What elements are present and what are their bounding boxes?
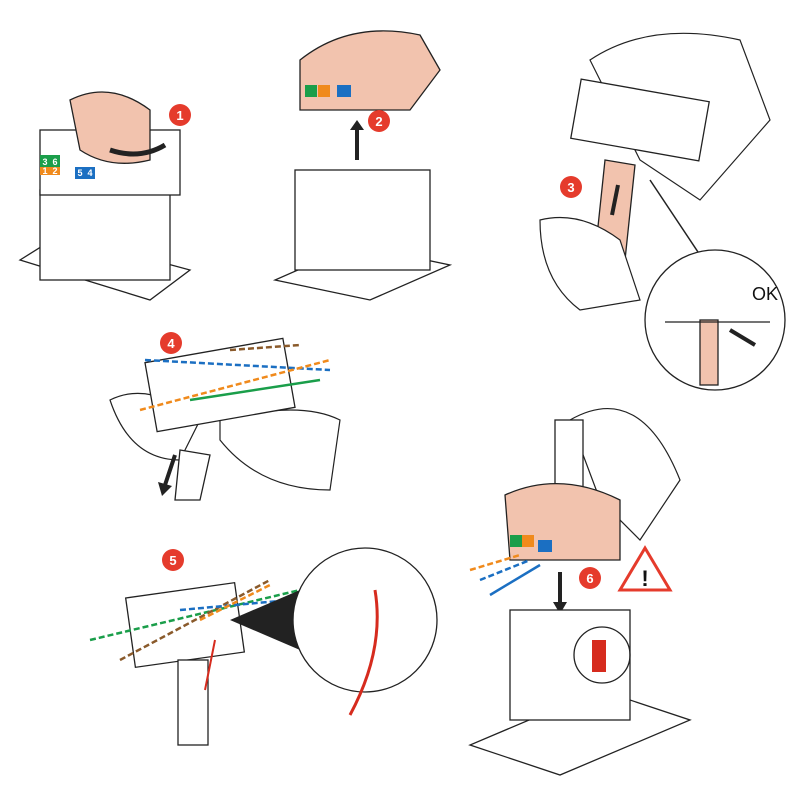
- detail-magnifier: [292, 547, 438, 693]
- step-4-illustration: [109, 337, 341, 501]
- warning-icon: !: [617, 545, 673, 592]
- pin-label: 5: [77, 168, 82, 178]
- arrow-icon: [728, 328, 757, 347]
- svg-text:6: 6: [586, 571, 593, 586]
- up-arrow-icon: [610, 184, 620, 216]
- step-5-illustration: [89, 547, 438, 746]
- step-2-badge: 2: [368, 110, 390, 132]
- step-3-badge: 3: [560, 176, 582, 198]
- svg-text:1: 1: [176, 108, 183, 123]
- step-2-illustration: [272, 30, 453, 301]
- step-4-badge: 4: [160, 332, 182, 354]
- svg-text:2: 2: [375, 114, 382, 129]
- pin-label: 1: [42, 166, 47, 176]
- pin-label: 2: [52, 166, 57, 176]
- step-1-illustration: [18, 91, 192, 301]
- step-3-illustration: OK: [539, 32, 786, 391]
- down-arrow-icon: [163, 454, 177, 486]
- svg-text:5: 5: [169, 553, 176, 568]
- svg-text:!: !: [641, 566, 648, 591]
- step-6-illustration: !: [468, 408, 692, 776]
- pin-label: 3: [42, 157, 47, 167]
- step-5-badge: 5: [162, 549, 184, 571]
- rotate-arrow-icon: [109, 142, 167, 157]
- step-1-badge: 1: [169, 104, 191, 126]
- pin-label: 4: [87, 168, 92, 178]
- svg-text:4: 4: [167, 336, 175, 351]
- pin-label: 6: [52, 157, 57, 167]
- svg-text:3: 3: [567, 180, 574, 195]
- step-6-badge: 6: [579, 567, 601, 589]
- ok-label: OK: [752, 284, 778, 304]
